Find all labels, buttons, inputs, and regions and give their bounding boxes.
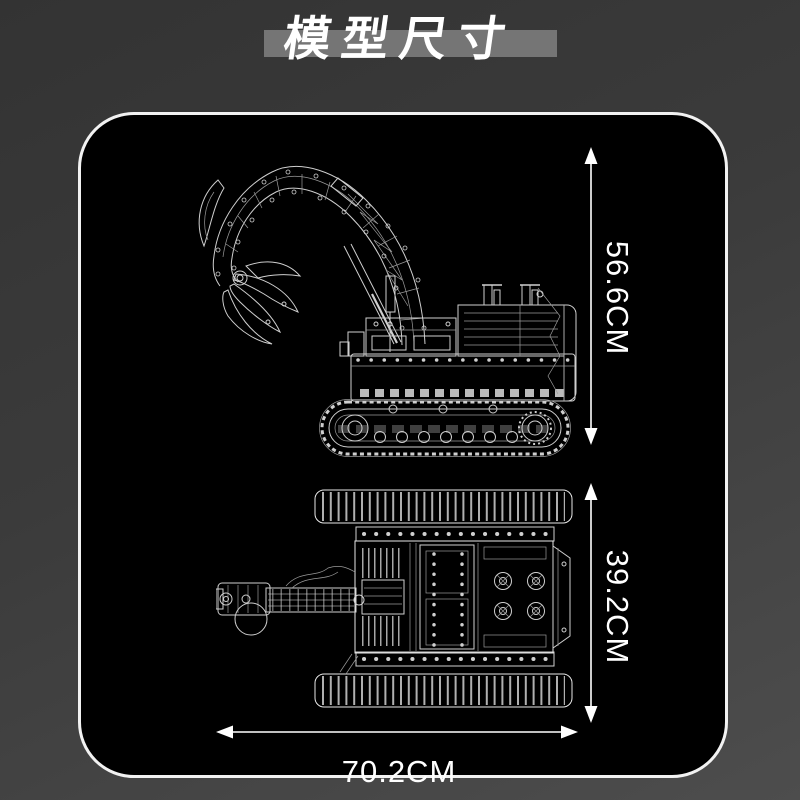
- excavator-side-view-drawing: [198, 166, 577, 457]
- excavator-boom-arch: [212, 166, 427, 346]
- top-view-body: [339, 526, 571, 675]
- blueprint-panel: 56.6CM 39.2CM 70.2CM: [78, 112, 728, 789]
- excavator-tracks: [319, 399, 571, 457]
- length-dimension-arrow: [216, 725, 578, 739]
- top-view-tracks: [314, 489, 573, 708]
- page-title: 模型尺寸: [280, 12, 520, 65]
- top-view-arm: [216, 566, 365, 636]
- width-dimension-arrow: [584, 483, 598, 723]
- height-dimension-label: 56.6CM: [600, 240, 635, 356]
- length-dimension-label: 70.2CM: [341, 754, 457, 789]
- height-dimension-arrow: [584, 147, 598, 445]
- width-dimension-label: 39.2CM: [600, 549, 635, 665]
- excavator-claw: [198, 179, 302, 345]
- title-band: [264, 30, 557, 57]
- top-view-hubs: [494, 572, 545, 620]
- excavator-body: [339, 275, 577, 402]
- excavator-top-view-drawing: [216, 489, 573, 708]
